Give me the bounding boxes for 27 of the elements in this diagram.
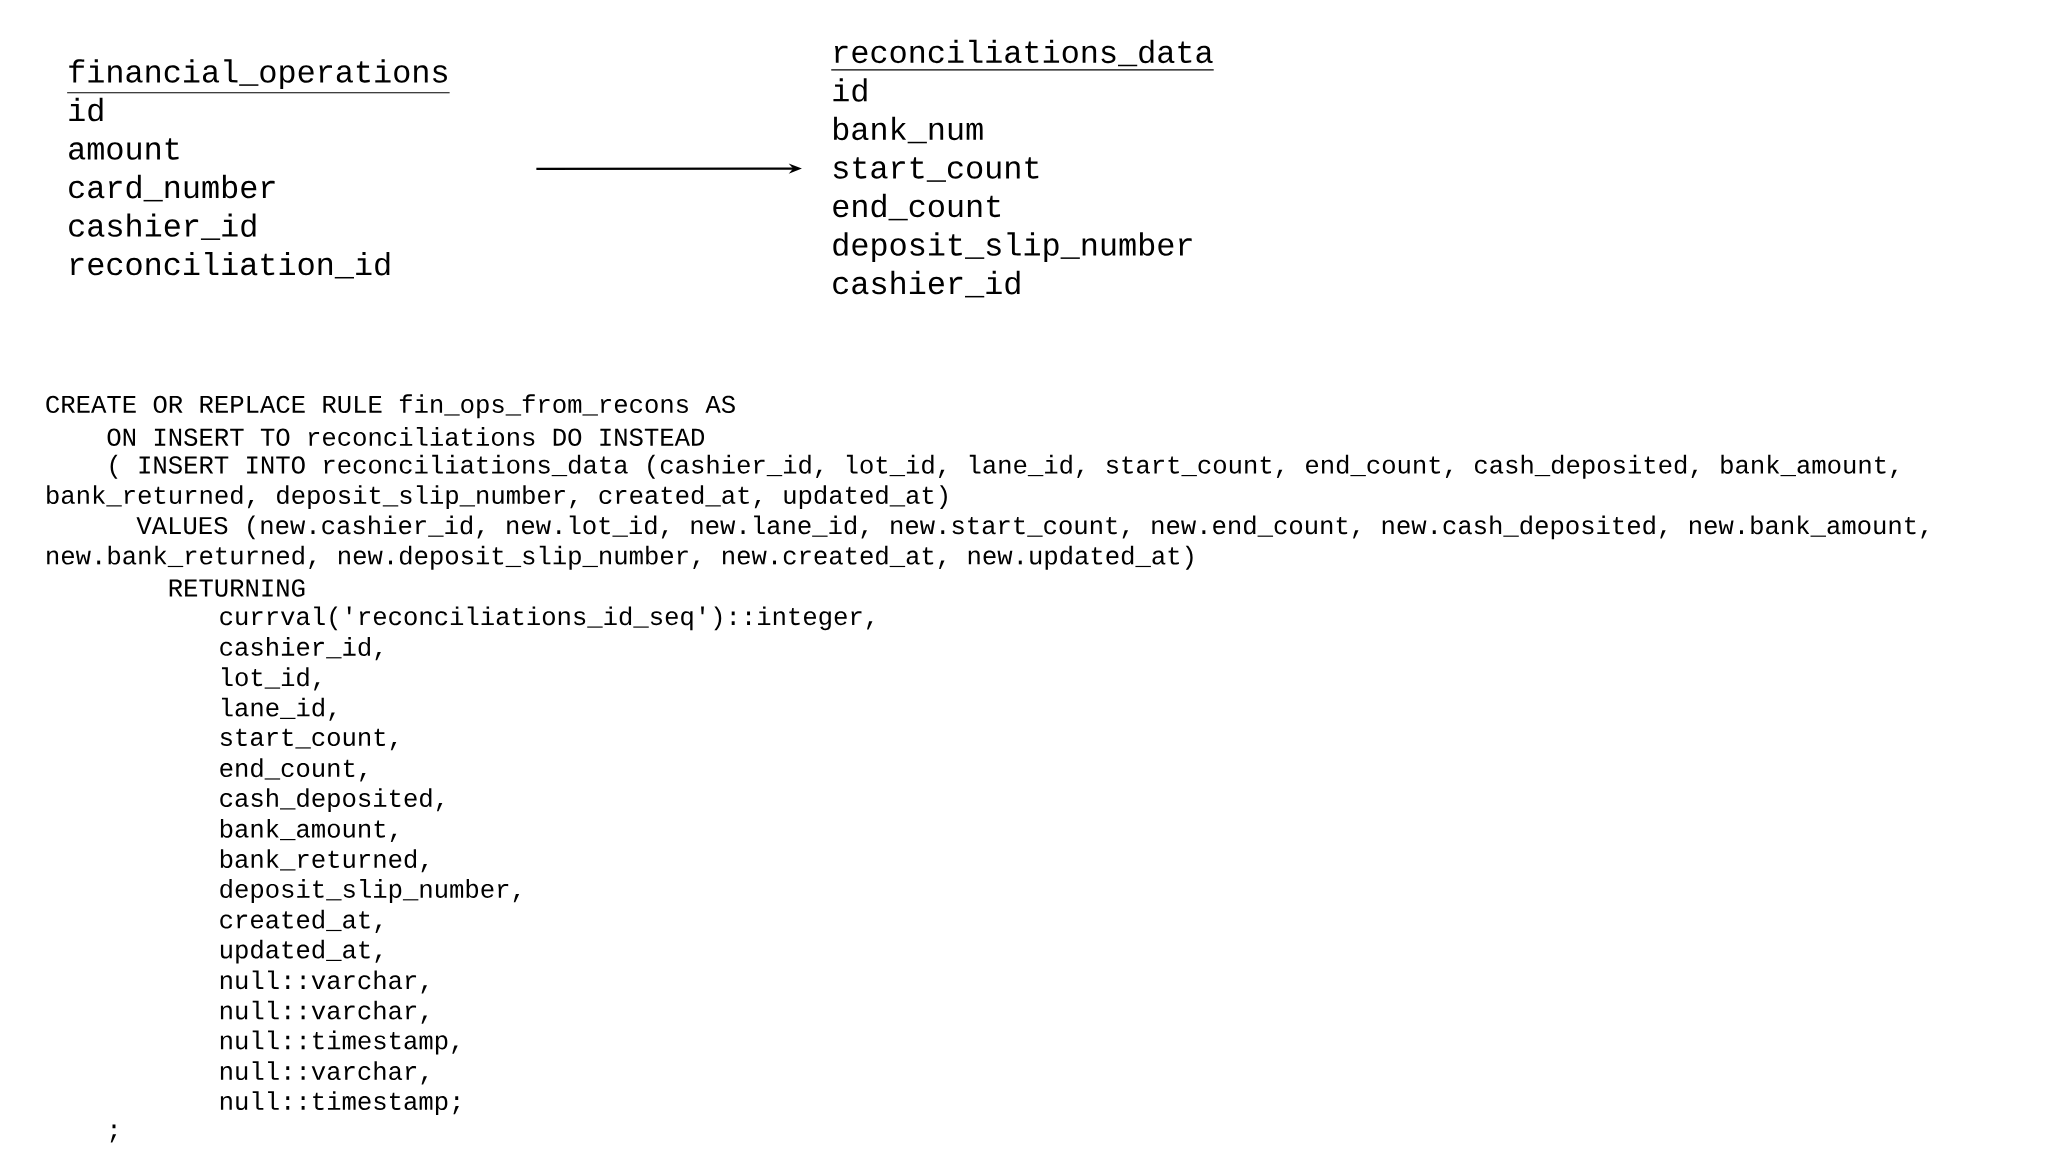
code-line: CREATE OR REPLACE RULE fin_ops_from_recons AS	[46, 394, 735, 419]
code-line: new.bank_returned, new.deposit_slip_number, new.created_at, new.updated_at)	[47, 545, 1193, 570]
code-line: lane_id,	[221, 697, 335, 721]
code-line: updated_at,	[220, 939, 381, 964]
code-line: null::varchar,	[220, 1061, 427, 1085]
code-line: lot_id,	[221, 667, 320, 691]
code-line: bank_returned, deposit_slip_number, created_at, updated_at)	[47, 485, 947, 510]
code-line: start_count,	[220, 728, 397, 751]
code-line: ;	[110, 1124, 117, 1143]
code-line: null::timestamp,	[220, 1030, 458, 1055]
field-list: reconciliations_data id bank_num start_count end_count deposit_slip_number cashier_id	[830, 39, 1215, 298]
code-line: RETURNING	[169, 579, 305, 597]
field-list: financial_operations id amount card_number cashier_id reconciliation_id	[66, 59, 451, 279]
code-line: ON INSERT TO reconciliations DO INSTEAD	[107, 427, 705, 446]
code-line: VALUES (new.cashier_id, new.lot_id, new.lane_id, new.start_count, new.end_count, new.cash_deposited, new.bank_amount,	[136, 515, 1927, 540]
code-line: created_at,	[220, 909, 381, 933]
code-line: currval('reconciliations_id_seq')::integer,	[220, 606, 873, 631]
code-line: null::varchar,	[220, 1000, 427, 1024]
code-line: bank_returned,	[220, 849, 427, 873]
code-line: null::varchar,	[220, 970, 427, 994]
code-line: cash_deposited,	[220, 788, 443, 813]
code-line: bank_amount,	[220, 818, 397, 842]
code-line: null::timestamp;	[220, 1091, 459, 1116]
code-line: deposit_slip_number,	[220, 879, 520, 903]
code-line: ( INSERT INTO reconciliations_data (cashier_id, lot_id, lane_id, start_count, end_count, cash_deposited, bank_amount,	[110, 454, 1897, 479]
code-line: end_count,	[220, 758, 366, 782]
code-line: cashier_id,	[220, 637, 381, 661]
